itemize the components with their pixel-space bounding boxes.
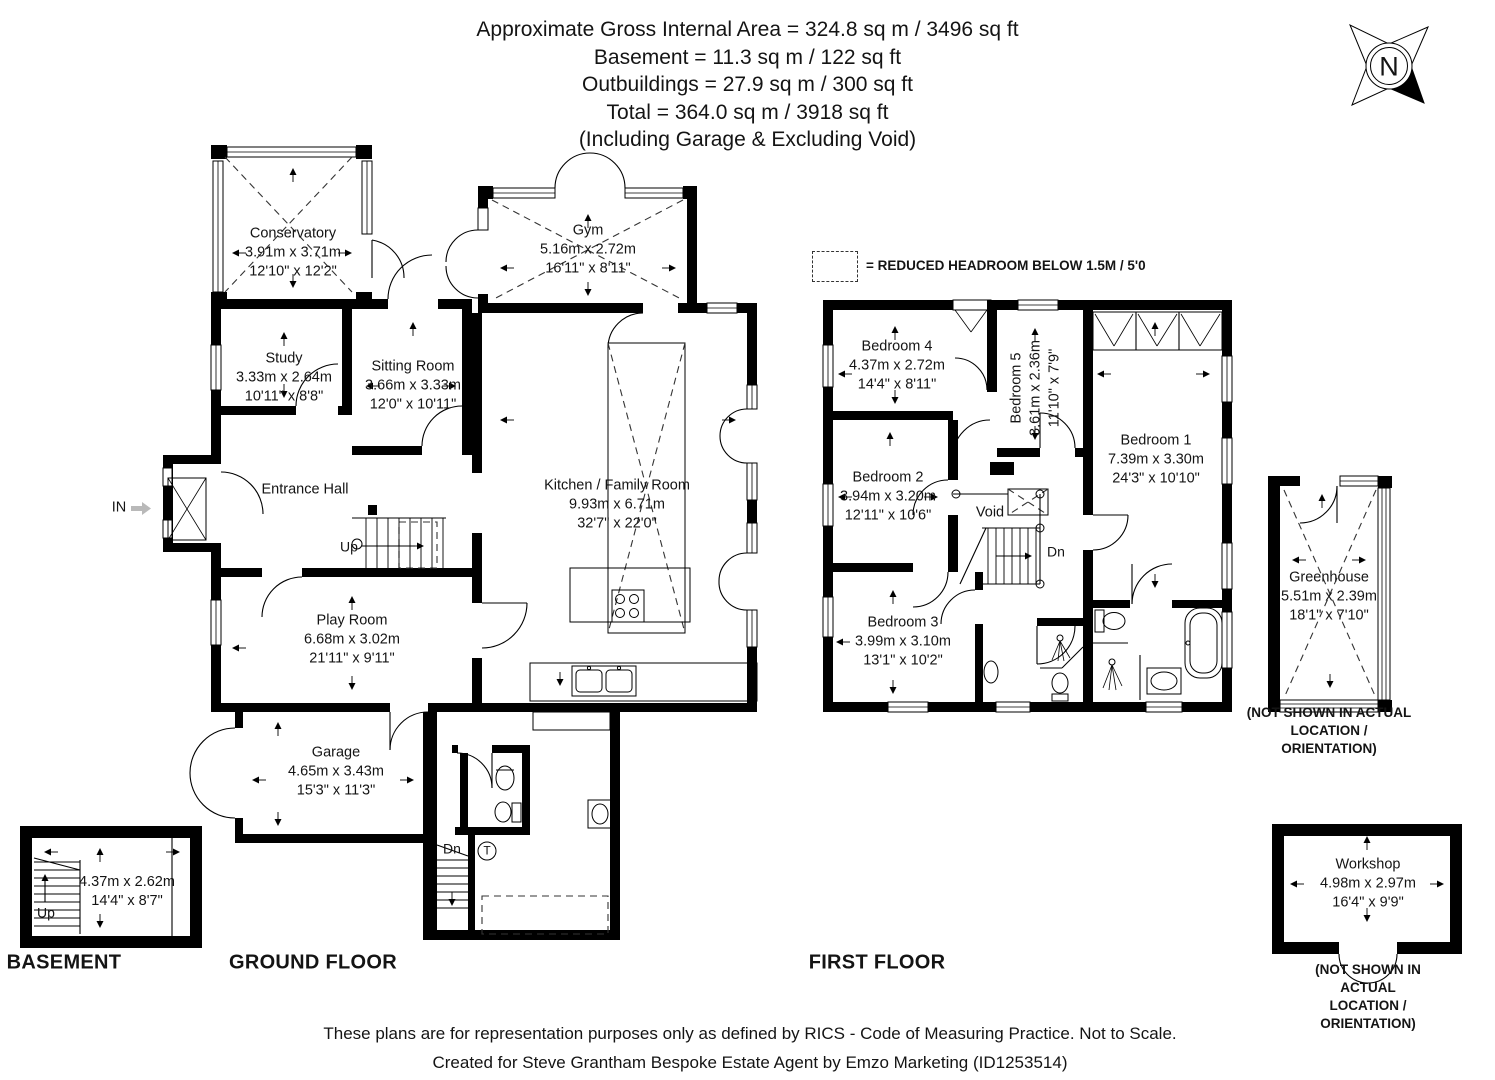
tank-label: T: [483, 843, 491, 858]
entrance-in-arrow-icon: [131, 502, 151, 515]
reduced-headroom-legend-box: [812, 251, 858, 282]
summary-line: Approximate Gross Internal Area = 324.8 …: [476, 18, 1019, 41]
stairs-up-label-ground: Up: [340, 538, 358, 555]
summary-line: Total = 364.0 sq m / 3918 sq ft: [606, 100, 889, 124]
disclaimer-line: These plans are for representation purpo…: [323, 1024, 1177, 1043]
disclaimer-line: Created for Steve Grantham Bespoke Estat…: [432, 1053, 1068, 1072]
summary-line: Basement = 11.3 sq m / 122 sq ft: [593, 45, 902, 69]
basement-plan: [20, 826, 202, 948]
ground-floor-label: GROUND FLOOR: [228, 951, 398, 974]
workshop-note: (NOT SHOWN IN ACTUAL LOCATION / ORIENTAT…: [1315, 962, 1421, 1031]
ground-floor-plan: [162, 145, 758, 940]
basement-floor-label: BASEMENT: [6, 951, 122, 974]
summary-line: (Including Garage & Excluding Void): [578, 128, 917, 151]
stairs-dn-label-ground: Dn: [443, 840, 461, 857]
first-floor-plan: [822, 299, 1233, 713]
greenhouse-plan: [1268, 475, 1392, 713]
first-floor-label: FIRST FLOOR: [808, 951, 946, 974]
reduced-headroom-legend-text: = REDUCED HEADROOM BELOW 1.5M / 5'0: [866, 258, 1146, 273]
stairs-dn-label-first: Dn: [1047, 543, 1065, 560]
room-label-entrance-hall: Entrance Hall: [261, 481, 349, 498]
entrance-in-label: IN: [111, 499, 127, 516]
dimension-arrows: [34, 168, 1444, 928]
area-summary: Approximate Gross Internal Area = 324.8 …: [0, 16, 1495, 154]
compass-icon: [1349, 23, 1429, 106]
summary-line: Outbuildings = 27.9 sq m / 300 sq ft: [582, 73, 913, 96]
room-label-void: Void: [975, 504, 1005, 521]
stairs-up-label-basement: Up: [37, 904, 55, 921]
greenhouse-note: (NOT SHOWN IN ACTUAL LOCATION / ORIENTAT…: [1246, 705, 1412, 756]
compass-north-label: N: [1379, 51, 1399, 82]
disclaimer: These plans are for representation purpo…: [0, 1019, 1495, 1077]
